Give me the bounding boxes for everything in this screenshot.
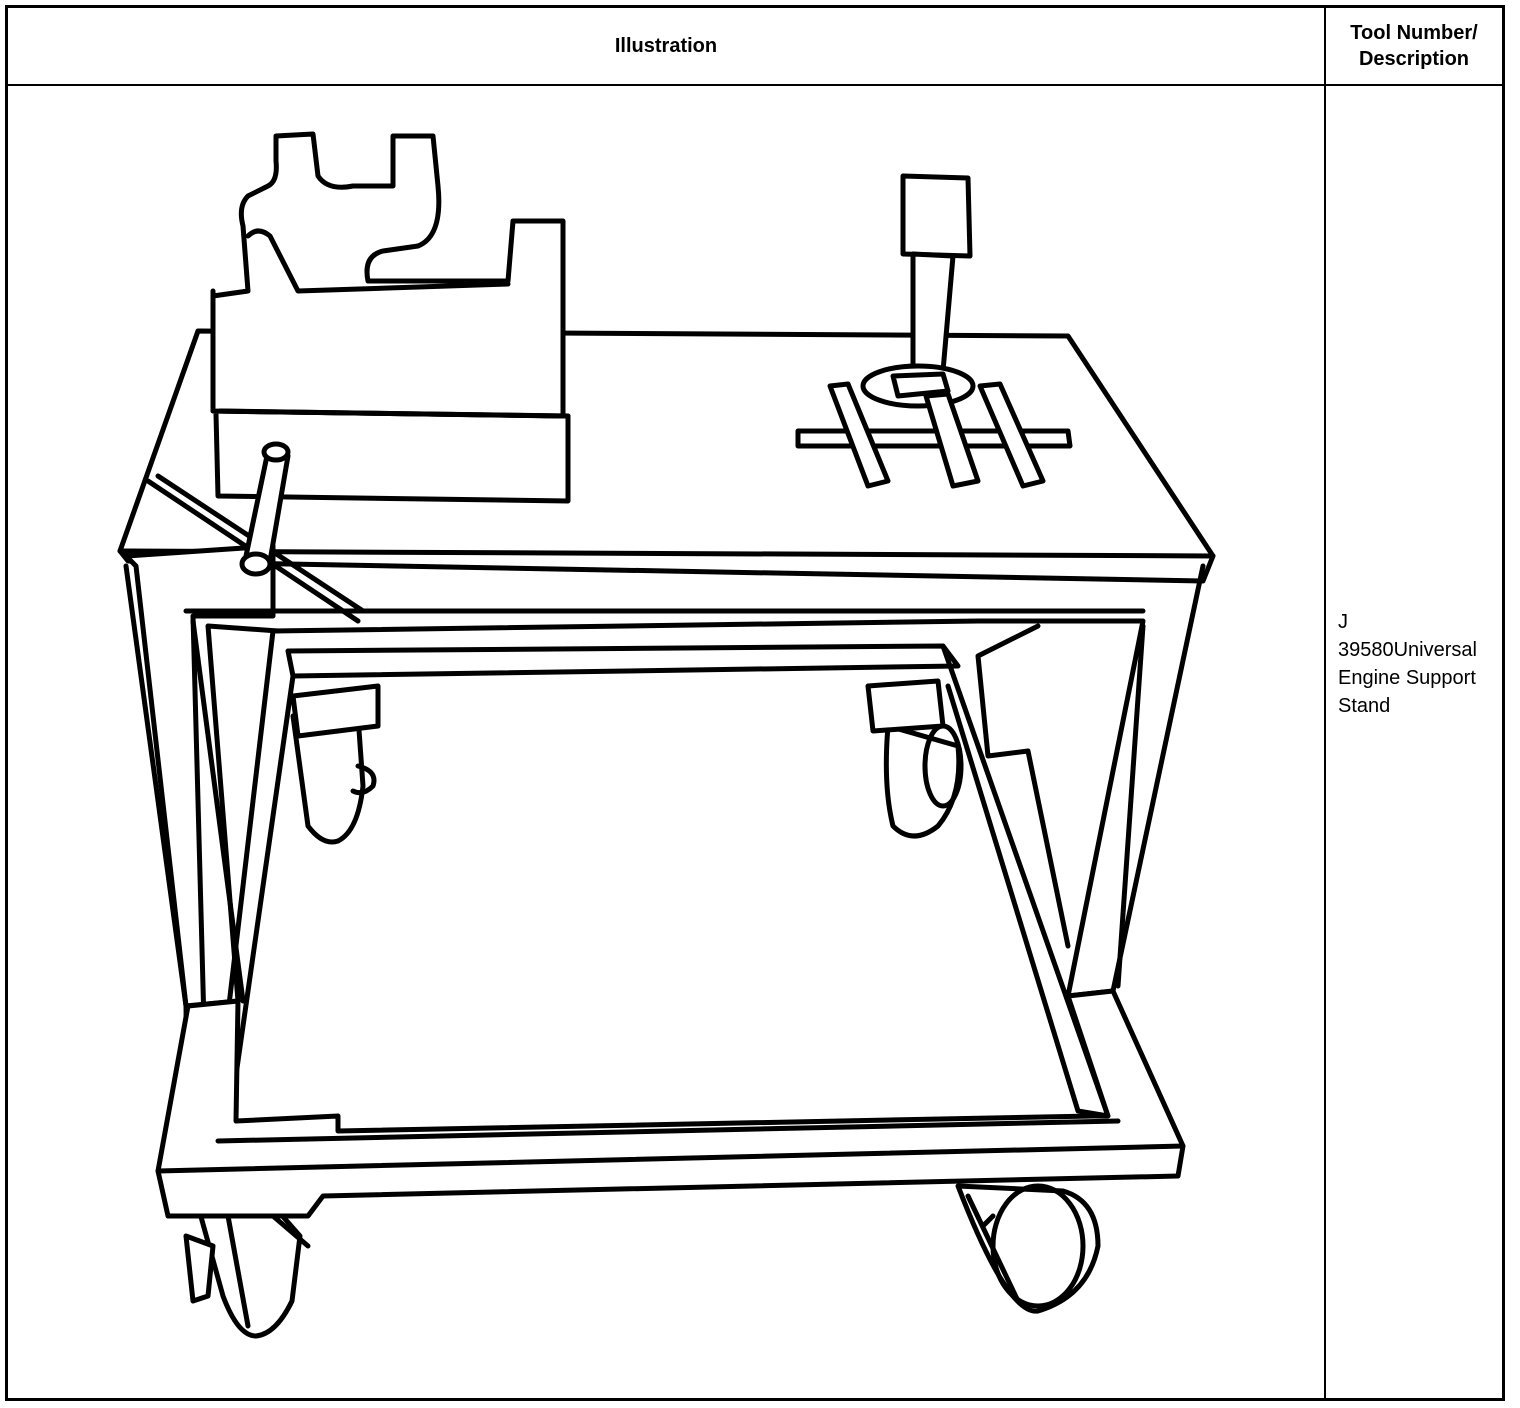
- tool-description-cell: J 39580Universal Engine Support Stand: [1338, 608, 1508, 720]
- column-divider: [1324, 8, 1326, 1398]
- t-handle-bolt: [145, 441, 366, 624]
- header-tool-line2: Description: [1358, 48, 1470, 70]
- table-header-row: Illustration Tool Number/ Description: [8, 8, 1502, 86]
- tool-table: Illustration Tool Number/ Description: [5, 5, 1505, 1401]
- stand-bottom-frame: [155, 988, 1186, 1219]
- screw-jack-adjuster: [795, 173, 1073, 489]
- header-tool-line1: Tool Number/: [1350, 22, 1478, 44]
- caster-wheel-rear-left: [290, 683, 381, 845]
- tool-description-line1: 39580Universal: [1338, 639, 1477, 661]
- caster-wheel-front-right: [955, 1183, 1101, 1314]
- tool-description-line2: Engine Support: [1338, 667, 1476, 689]
- caster-wheel-front-left: [183, 1203, 311, 1339]
- header-tool-number-description: Tool Number/ Description: [1326, 8, 1502, 84]
- caster-wheel-rear-right: [865, 678, 964, 839]
- engine-support-stand-icon: [117, 131, 1216, 1339]
- illustration-cell: [8, 86, 1324, 1398]
- tool-description-line3: Stand: [1338, 695, 1391, 717]
- tool-number: J: [1338, 611, 1348, 633]
- header-illustration: Illustration: [614, 34, 718, 57]
- engine-mount-bracket: [210, 131, 571, 504]
